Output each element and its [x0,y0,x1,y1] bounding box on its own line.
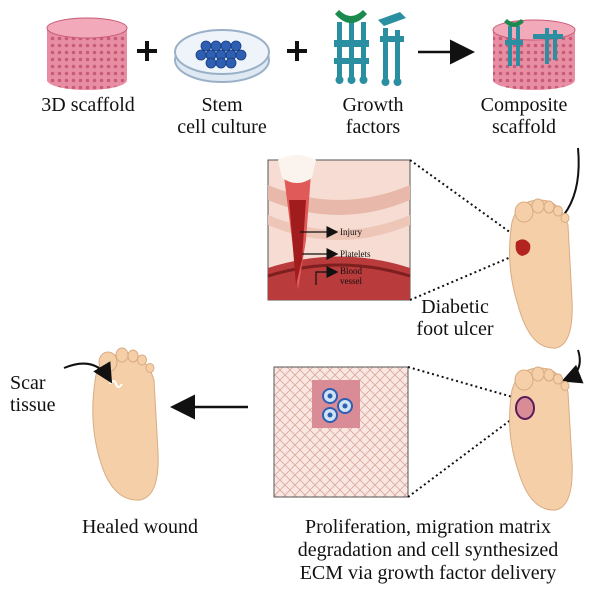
label-blood-vessel: Blood vessel [340,266,362,286]
label-growth-factors: Growth factors [318,94,428,138]
petri-dish-icon [175,30,269,82]
label-process: Proliferation, migration matrix degradat… [262,516,594,585]
dotted-connector [410,254,518,300]
label-composite-scaffold: Composite scaffold [458,94,590,138]
growth-factor-receptor-icon [334,10,406,86]
dotted-connector [410,160,518,238]
ulcer-foot-icon [510,199,573,348]
treatment-inset [274,367,408,497]
label-stem-cell-culture: Stem cell culture [162,94,282,138]
label-platelets: Platelets [340,249,371,259]
composite-scaffold-icon [493,19,575,90]
label-scar-tissue: Scar tissue [10,372,70,416]
plus-icon [137,41,157,61]
treated-foot-icon [510,367,573,510]
dotted-connector [408,367,516,398]
injury-inset [268,155,410,300]
dotted-connector [408,416,516,497]
scaffold-cylinder-icon [47,18,127,90]
label-healed-wound: Healed wound [50,516,230,538]
label-injury: Injury [340,227,362,237]
plus-icon [287,41,307,61]
label-3d-scaffold: 3D scaffold [18,94,158,116]
label-diabetic-foot-ulcer: Diabetic foot ulcer [396,296,514,340]
arrow-to-treated-foot [565,350,580,380]
